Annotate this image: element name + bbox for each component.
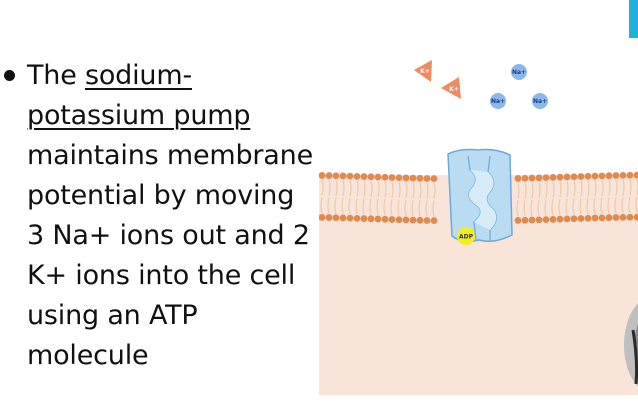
phospholipid-head: [591, 214, 599, 222]
phospholipid-head: [325, 214, 333, 221]
phospholipid-head: [563, 215, 571, 223]
phospholipid-head: [549, 216, 557, 223]
na-ion-1: Na+: [511, 64, 527, 80]
k-ion-2-label: K+: [449, 86, 459, 93]
phospholipid-head: [584, 172, 592, 180]
phospholipid-head: [619, 213, 627, 221]
phospholipid-head: [633, 213, 638, 221]
na-ion-2: Na+: [490, 93, 506, 109]
bullet-text: The sodium- potassium pump maintains mem…: [27, 56, 322, 376]
phospholipid-head: [633, 171, 638, 179]
phospholipid-head: [423, 217, 431, 224]
phospholipid-head: [542, 216, 550, 224]
phospholipid-head: [514, 217, 522, 224]
phospholipid-head: [535, 174, 543, 182]
phospholipid-head: [549, 174, 557, 181]
phospholipid-head: [430, 175, 438, 183]
phospholipid-head: [542, 174, 550, 182]
phospholipid-head: [556, 173, 564, 181]
phospholipid-head: [570, 215, 578, 223]
phospholipid-head: [626, 213, 634, 221]
phospholipid-head: [528, 174, 536, 182]
bullet-point-icon: [4, 70, 15, 81]
phospholipid-head: [381, 173, 389, 181]
bullet-line-5: using an ATP: [27, 300, 198, 331]
corner-accent-bar: [629, 0, 638, 38]
phospholipid-head: [570, 173, 578, 181]
phospholipid-head: [374, 215, 382, 223]
phospholipid-head: [381, 215, 389, 223]
phospholipid-head: [605, 172, 613, 180]
phospholipid-head: [332, 172, 340, 180]
sodium-potassium-pump-link-part1[interactable]: sodium-: [85, 60, 192, 91]
phospholipid-head: [514, 175, 522, 182]
phospholipid-head: [605, 214, 613, 222]
phospholipid-head: [325, 172, 333, 179]
phospholipid-head: [395, 216, 403, 224]
phospholipid-head: [612, 214, 620, 221]
phospholipid-head: [535, 216, 543, 224]
k-ion-2: K+: [441, 77, 461, 99]
phospholipid-head: [556, 215, 564, 223]
phospholipid-head: [339, 214, 347, 222]
phospholipid-head: [395, 174, 403, 182]
phospholipid-head: [388, 216, 396, 223]
phospholipid-head: [563, 173, 571, 181]
phospholipid-head: [339, 172, 347, 180]
phospholipid-head: [409, 216, 417, 224]
bullet-line-1: maintains membrane: [27, 140, 313, 171]
phospholipid-head: [626, 171, 634, 179]
phospholipid-head: [416, 174, 424, 182]
phospholipid-head: [346, 214, 354, 222]
bullet-line-2: potential by moving: [27, 180, 295, 211]
bullet-prefix: The: [27, 60, 85, 91]
phospholipid-head: [619, 171, 627, 179]
phospholipid-head: [360, 215, 368, 222]
adp-molecule: ADP: [457, 227, 475, 245]
na-ion-3-label: Na+: [533, 98, 547, 105]
phospholipid-head: [388, 174, 396, 181]
phospholipid-head: [353, 172, 361, 180]
phospholipid-head: [346, 172, 354, 180]
sodium-potassium-pump-link-part2[interactable]: potassium pump: [27, 100, 251, 131]
k-ion-1-label: K+: [420, 68, 430, 75]
phospholipid-head: [367, 215, 375, 223]
phospholipid-head: [521, 216, 529, 224]
partial-image-bottom-right: [624, 303, 638, 387]
k-ion-1: K+: [414, 60, 432, 82]
phospholipid-head: [374, 173, 382, 181]
phospholipid-head: [612, 172, 620, 179]
phospholipid-head: [402, 174, 410, 182]
na-ion-2-label: Na+: [491, 98, 505, 105]
phospholipid-head: [577, 173, 585, 180]
phospholipid-head: [584, 214, 592, 222]
phospholipid-head: [416, 216, 424, 224]
phospholipid-head: [423, 175, 431, 182]
na-ion-3: Na+: [532, 93, 548, 109]
phospholipid-head: [591, 172, 599, 180]
phospholipid-head: [332, 214, 340, 222]
adp-label: ADP: [459, 234, 474, 241]
phospholipid-head: [319, 172, 326, 179]
phospholipid-head: [430, 217, 438, 225]
phospholipid-head: [528, 216, 536, 224]
bullet-line-3: 3 Na+ ions out and 2: [27, 220, 310, 251]
phospholipid-head: [367, 173, 375, 181]
bullet-line-6: molecule: [27, 340, 149, 371]
phospholipid-head: [353, 214, 361, 222]
phospholipid-head: [577, 215, 585, 222]
phospholipid-head: [521, 174, 529, 182]
phospholipid-head: [402, 216, 410, 224]
na-ion-1-label: Na+: [512, 69, 526, 76]
pump-protein: [447, 148, 513, 243]
phospholipid-head: [598, 172, 606, 180]
phospholipid-head: [319, 214, 326, 221]
bullet-line-4: K+ ions into the cell: [27, 260, 296, 291]
phospholipid-head: [598, 214, 606, 222]
phospholipid-head: [360, 173, 368, 180]
phospholipid-head: [409, 174, 417, 182]
cell-membrane: [319, 171, 638, 225]
